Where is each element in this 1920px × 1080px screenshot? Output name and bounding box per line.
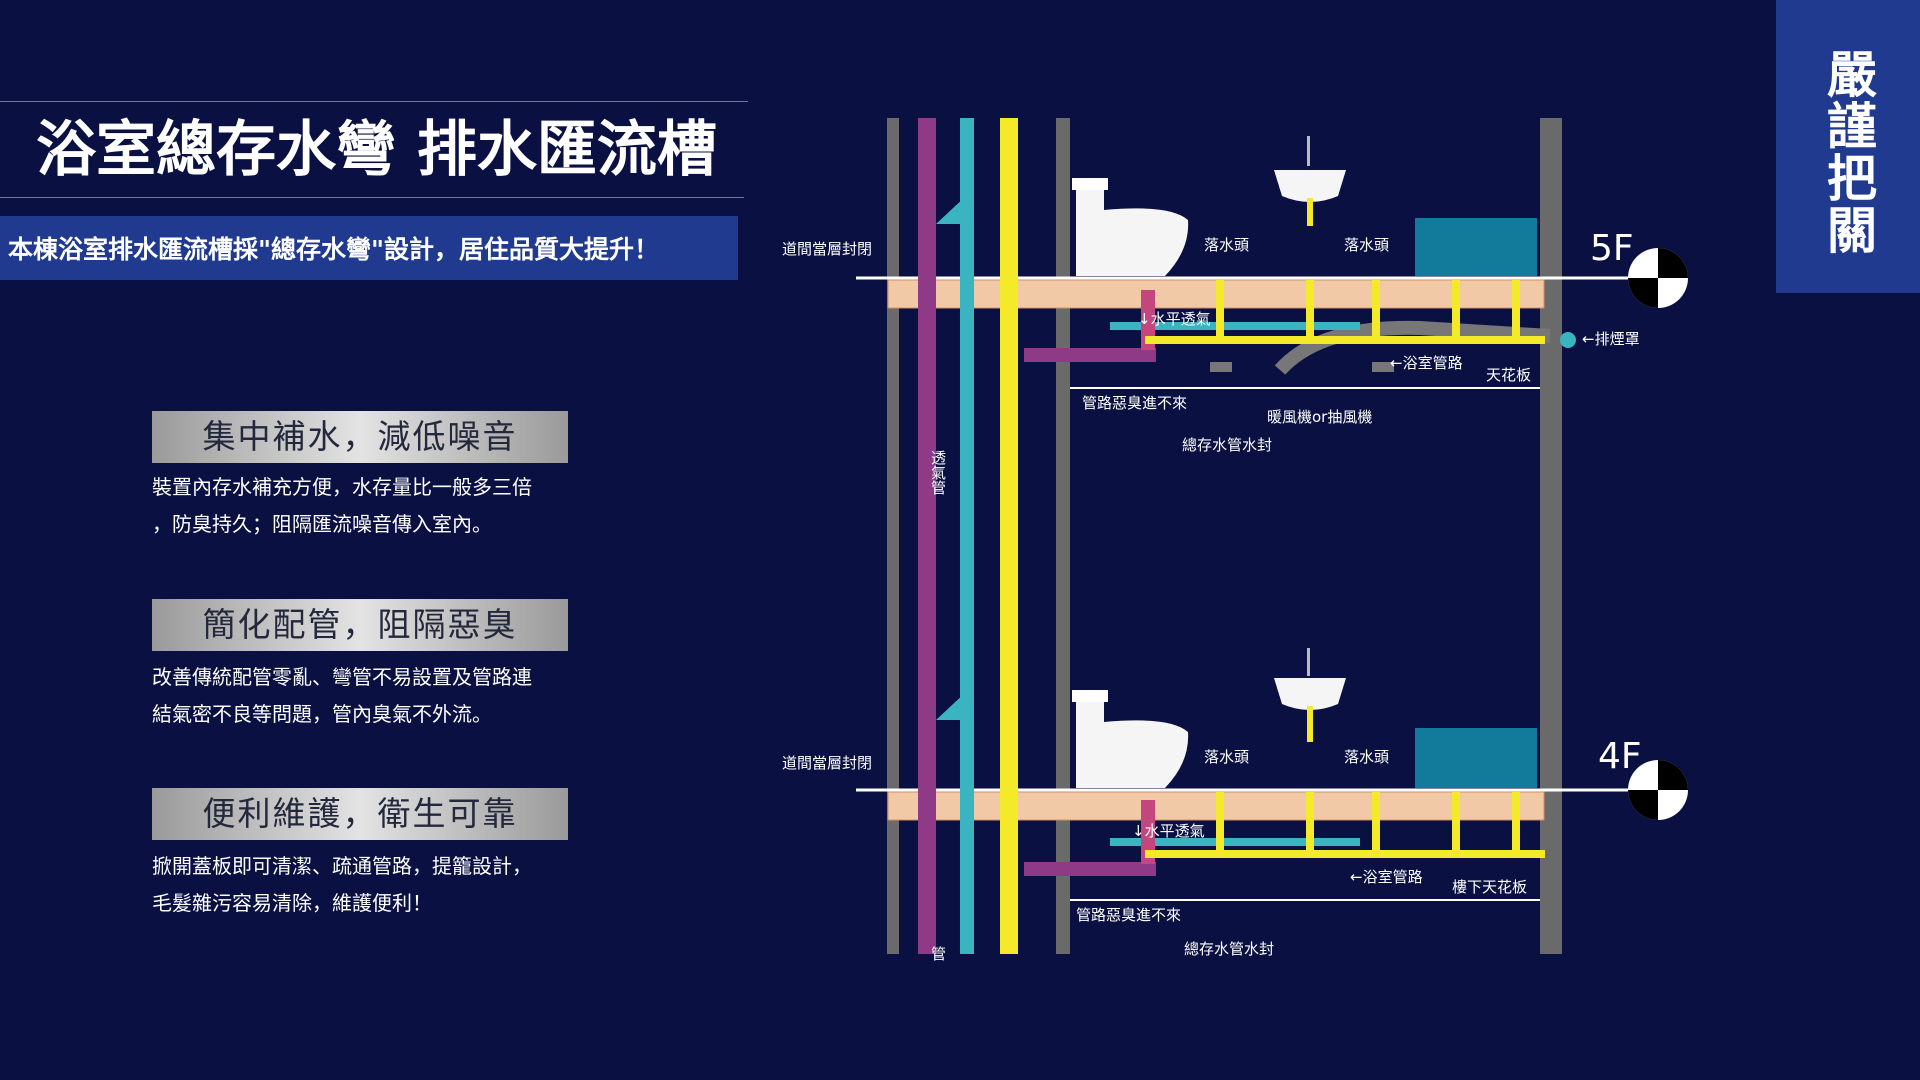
feature-desc-1: 裝置內存水補充方便，水存量比一般多三倍 ，防臭持久；阻隔匯流噪音傳入室內。 [152,469,592,543]
page-title: 浴室總存水彎 排水匯流槽 [36,115,717,185]
feature-heading-2: 簡化配管，阻隔惡臭 [152,599,568,651]
riser-yellow [1000,118,1018,954]
title-rule-bottom [0,197,744,198]
flex-duct-5f [1274,320,1551,375]
drain-label-5f-1: 落水頭 [1204,236,1249,254]
trap-label-4f: 總存水管水封 [1184,940,1274,958]
feature-desc-2: 改善傳統配管零亂、彎管不易設置及管路連 結氣密不良等問題，管內臭氣不外流。 [152,659,592,733]
feature-desc-line: 改善傳統配管零亂、彎管不易設置及管路連 [152,665,532,689]
diagram-walls [887,118,1562,954]
drain-label-4f-1: 落水頭 [1204,748,1249,766]
vent-h-label-5f: ↓水平透氣 [1138,310,1211,328]
tank-5f [1415,218,1537,276]
title-rule-top [0,101,748,102]
odor-label-4f: 管路惡臭進不來 [1076,906,1181,924]
level-marker-4f [1628,760,1688,820]
floor-4f [856,648,1648,901]
side-banner-text: 嚴謹把關 [1819,48,1877,256]
exhaust-label-5f: ←排煙罩 [1582,330,1640,348]
drain-label-4f-2: 落水頭 [1344,748,1389,766]
feature-desc-line: 掀開蓋板即可清潔、疏通管路，提籠設計， [152,854,532,878]
riser-purple [918,118,936,954]
tank-4f [1415,728,1537,788]
riser-cyan [960,118,974,954]
seal-label-4f: 道間當層封閉 [782,754,872,772]
level-marker-5f [1628,248,1688,308]
toilet-icon [1072,690,1189,788]
ceiling-label-5f: 天花板 [1486,366,1531,384]
vent-pipe-label-5f: 透氣管 [929,450,947,495]
floor-5f [856,136,1648,389]
feature-heading-3: 便利維護，衛生可靠 [152,788,568,840]
drain-label-5f-2: 落水頭 [1344,236,1389,254]
vent-pipe-label-4f: 管 [929,946,947,961]
feature-desc-line: 裝置內存水補充方便，水存量比一般多三倍 [152,475,532,499]
floor-label-4f: 4F [1598,736,1642,777]
feature-heading-1: 集中補水，減低噪音 [152,411,568,463]
side-banner: 嚴謹把關 [1776,0,1920,293]
floor-label-5f: 5F [1590,228,1634,269]
diagram-labels: 5F 道間當層封閉 落水頭 落水頭 ↓水平透氣 ←浴室管路 天花板 管路惡臭進不… [782,228,1642,961]
feature-desc-3: 掀開蓋板即可清潔、疏通管路，提籠設計， 毛髮雜污容易清除，維護便利！ [152,848,592,922]
pipes-5f [1024,280,1545,372]
bath-pipe-label-4f: ←浴室管路 [1350,868,1423,886]
risers [918,118,1018,954]
fan-label-5f: 暖風機or抽風機 [1267,408,1372,426]
sink-icon [1274,136,1346,226]
feature-desc-line: 結氣密不良等問題，管內臭氣不外流。 [152,702,492,726]
ceiling-label-4f: 樓下天花板 [1452,878,1527,896]
odor-label-5f: 管路惡臭進不來 [1082,394,1187,412]
vent-h-label-4f: ↓水平透氣 [1132,822,1205,840]
trap-label-5f: 總存水管水封 [1182,436,1272,454]
bath-pipe-label-5f: ←浴室管路 [1390,354,1463,372]
floor-markers [1628,248,1688,820]
exhaust-hood-icon [1560,332,1576,348]
pipes-4f [1024,792,1545,876]
seal-label-5f: 道間當層封閉 [782,240,872,258]
plumbing-diagram: 5F 道間當層封閉 落水頭 落水頭 ↓水平透氣 ←浴室管路 天花板 管路惡臭進不… [782,118,1688,961]
subtitle-bar: 本棟浴室排水匯流槽採"總存水彎"設計，居住品質大提升！ [0,216,738,280]
feature-desc-line: 毛髮雜污容易清除，維護便利！ [152,891,432,915]
sink-icon [1274,648,1346,742]
subtitle-text: 本棟浴室排水匯流槽採"總存水彎"設計，居住品質大提升！ [8,235,660,264]
toilet-icon [1072,178,1189,276]
feature-desc-line: ，防臭持久；阻隔匯流噪音傳入室內。 [152,512,492,536]
